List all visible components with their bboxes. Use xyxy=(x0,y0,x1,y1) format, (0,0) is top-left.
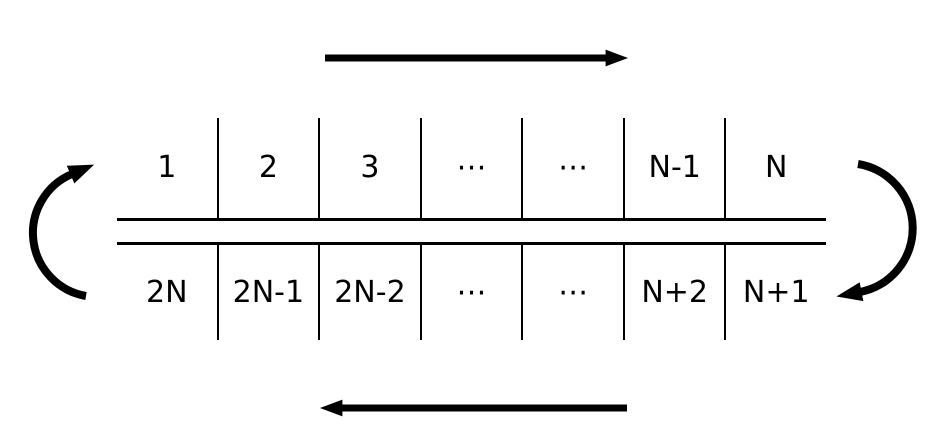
ellipsis-label: ⋯ xyxy=(558,150,589,185)
slot-label: 2N-1 xyxy=(232,274,305,310)
slot-cell: N+2 xyxy=(622,245,725,340)
slot-cell: N-1 xyxy=(622,118,725,218)
slot-cell: 2N xyxy=(117,245,217,340)
slot-cell-ellipsis: ⋯ xyxy=(419,245,522,340)
slot-label: N xyxy=(765,150,788,185)
slot-cell: 2N-1 xyxy=(216,245,319,340)
slot-label: 2N-2 xyxy=(334,274,406,310)
bottom-slot-row: 2N 2N-1 2N-2 ⋯ ⋯ N+2 N+1 xyxy=(117,242,826,340)
slot-cell-ellipsis: ⋯ xyxy=(521,245,623,340)
slot-cell: N+1 xyxy=(724,245,826,340)
slot-label: 2 xyxy=(258,150,278,185)
slot-cell-ellipsis: ⋯ xyxy=(419,118,522,218)
ellipsis-label: ⋯ xyxy=(558,274,589,310)
ellipsis-label: ⋯ xyxy=(456,150,487,185)
slot-cell: N xyxy=(724,118,826,218)
slot-label: 3 xyxy=(360,150,380,185)
wrap-around-left-arrow-icon xyxy=(28,164,95,300)
slot-label: N+1 xyxy=(742,274,810,310)
slot-cell: 2 xyxy=(216,118,319,218)
slot-cell-ellipsis: ⋯ xyxy=(521,118,623,218)
wrap-around-right-arrow-icon xyxy=(836,160,917,302)
slot-cell: 2N-2 xyxy=(318,245,420,340)
slot-cell: 3 xyxy=(318,118,420,218)
slot-label: 2N xyxy=(146,274,188,310)
top-slot-row: 1 2 3 ⋯ ⋯ N-1 N xyxy=(117,118,826,221)
ellipsis-label: ⋯ xyxy=(456,274,487,310)
slot-label: N-1 xyxy=(648,150,701,185)
slot-label: 1 xyxy=(157,150,177,185)
slot-label: N+2 xyxy=(641,274,709,310)
slot-cell: 1 xyxy=(117,118,217,218)
